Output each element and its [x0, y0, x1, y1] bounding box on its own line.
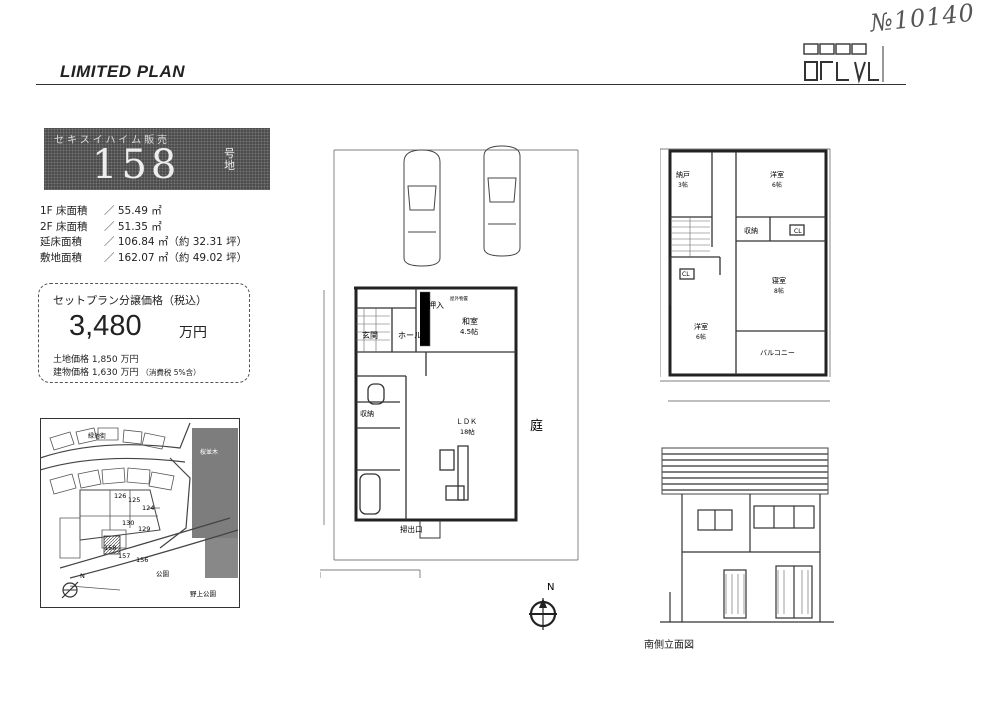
- first-floor-plan: 屋外物置 押入 和室 4.5帖 玄関 ホール 収納 ＬＤＫ 18帖 庭 掃出口: [320, 145, 579, 578]
- bedroom-size: 8帖: [774, 287, 784, 295]
- bedroom-label: 寝室: [772, 276, 786, 285]
- area-row-total: 延床面積／ 106.84 ㎡（約 32.31 坪）: [40, 236, 248, 248]
- lot-number: 158: [92, 142, 181, 188]
- map-lot-158: 158: [104, 544, 116, 552]
- second-floor-plan: 納戸 3帖 洋室 6帖 収納 CL CL 寝室 8帖 洋室 6帖 バルコニー: [660, 148, 831, 402]
- map-lot-129: 129: [138, 525, 150, 533]
- area-row-1f: 1F 床面積／ 55.49 ㎡: [40, 205, 162, 217]
- room1-label: 洋室: [770, 170, 784, 179]
- japanese-room-size: 4.5帖: [460, 327, 478, 336]
- building-price: 建物価格 1,630 万円 （消費税 5%含）: [53, 368, 201, 378]
- map-lot-130: 130: [122, 519, 134, 527]
- ldk-label: ＬＤＫ: [456, 418, 477, 426]
- compass-north-label: N: [547, 582, 554, 593]
- hall-label: ホール: [398, 331, 422, 340]
- south-elevation-drawing: [660, 447, 834, 623]
- lot-number-badge: セキスイハイム販売 158 号地: [44, 128, 270, 190]
- area-list: 1F 床面積／ 55.49 ㎡ 2F 床面積／ 51.35 ㎡ 延床面積／ 10…: [40, 204, 247, 266]
- badge-caption: セキスイハイム販売: [54, 135, 171, 146]
- title-underline: [36, 84, 906, 85]
- study-label: 納戸: [676, 170, 690, 179]
- page-title: LIMITED PLAN: [60, 62, 185, 81]
- map-lot-156: 156: [136, 556, 148, 564]
- document-number: №10140: [868, 0, 977, 38]
- study-size: 3帖: [678, 181, 688, 189]
- price-unit: 万円: [179, 325, 207, 341]
- map-trees-label: 桜並木: [200, 448, 218, 456]
- japanese-room-label: 和室: [462, 316, 478, 326]
- company-logo: [803, 43, 884, 84]
- svg-text:屋外物置: 屋外物置: [450, 295, 468, 302]
- balcony-label: バルコニー: [760, 349, 795, 357]
- lot-unit: 号地: [224, 147, 235, 172]
- map-north-label: N: [80, 572, 85, 580]
- closet-label: 押入: [428, 300, 444, 310]
- room2-size: 6帖: [696, 333, 706, 341]
- garden-label: 庭: [530, 418, 543, 434]
- price-heading: セットプラン分譲価格（税込）: [53, 294, 207, 307]
- entrance-label: 玄関: [362, 330, 378, 340]
- map-lot-125: 125: [128, 496, 140, 504]
- price-box: セットプラン分譲価格（税込） 3,480 万円 土地価格 1,850 万円 建物…: [38, 283, 250, 383]
- price-amount: 3,480: [69, 310, 142, 342]
- land-price: 土地価格 1,850 万円: [53, 355, 139, 365]
- map-lot-124: 124: [142, 504, 154, 512]
- map-lot-157: 157: [118, 552, 130, 560]
- map-lot-126: 126: [114, 492, 126, 500]
- ldk-size: 18帖: [460, 427, 475, 436]
- map-street-label: 緑池街: [88, 432, 106, 440]
- storage-label: 収納: [360, 409, 374, 418]
- room2-label: 洋室: [694, 322, 708, 331]
- map-park2-label: 野上公園: [190, 589, 216, 598]
- area-row-site: 敷地面積／ 162.07 ㎡（約 49.02 坪）: [40, 251, 248, 264]
- room1-size: 6帖: [772, 181, 782, 189]
- location-map: 緑池街 桜並木 126 125 124 130 129 158 157 156 …: [40, 418, 240, 608]
- map-park-label: 公園: [156, 570, 169, 578]
- elevation-caption: 南側立面図: [644, 640, 694, 651]
- storage2-label: 収納: [744, 226, 758, 235]
- parked-car-left-icon: [403, 149, 441, 267]
- map-compass-icon: N: [61, 572, 85, 599]
- cl-label-2: CL: [682, 271, 690, 278]
- cl-label-1: CL: [794, 228, 802, 235]
- parked-car-right-icon: [483, 145, 521, 257]
- north-compass-icon: N: [529, 582, 557, 630]
- window-exit-label: 掃出口: [400, 524, 423, 534]
- area-row-2f: 2F 床面積／ 51.35 ㎡: [40, 220, 162, 233]
